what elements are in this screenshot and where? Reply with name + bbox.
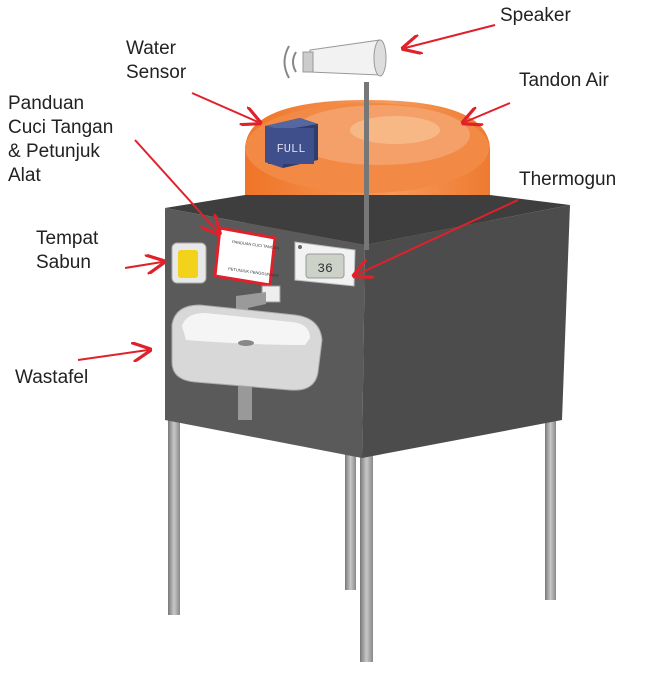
sink — [171, 285, 323, 420]
label-line: Alat — [8, 165, 41, 186]
label-line: Tempat — [36, 228, 99, 249]
label-line: Cuci Tangan — [8, 117, 114, 138]
guide-sign: PANDUAN CUCI TANGAN PETUNJUK PENGGUNAAN — [213, 226, 280, 287]
callout-arrows — [77, 24, 519, 360]
label-line: Water — [126, 38, 176, 59]
label-water-sensor: Water Sensor — [126, 37, 186, 85]
label-thermogun: Thermogun — [519, 169, 617, 190]
label-speaker: Speaker — [500, 5, 571, 26]
label-line: Sensor — [126, 62, 187, 83]
speaker-icon — [283, 39, 387, 79]
thermogun: 36 — [294, 241, 356, 287]
label-tempat-sabun: Tempat Sabun — [36, 227, 98, 275]
guide-top-text: PANDUAN CUCI TANGAN — [232, 239, 280, 251]
speaker-pole — [364, 82, 369, 250]
label-line: & Petunjuk — [8, 141, 100, 162]
label-wastafel: Wastafel — [15, 367, 89, 388]
label-line: Panduan — [8, 93, 85, 114]
soap-dispenser — [171, 242, 207, 284]
label-panduan: Panduan Cuci Tangan & Petunjuk Alat — [8, 92, 113, 188]
label-line: Sabun — [36, 252, 91, 273]
label-tandon-air: Tandon Air — [519, 70, 609, 91]
legs — [168, 410, 556, 662]
thermo-display: 36 — [317, 261, 333, 276]
water-sensor: FULL — [265, 118, 318, 168]
sensor-display: FULL — [277, 142, 306, 156]
